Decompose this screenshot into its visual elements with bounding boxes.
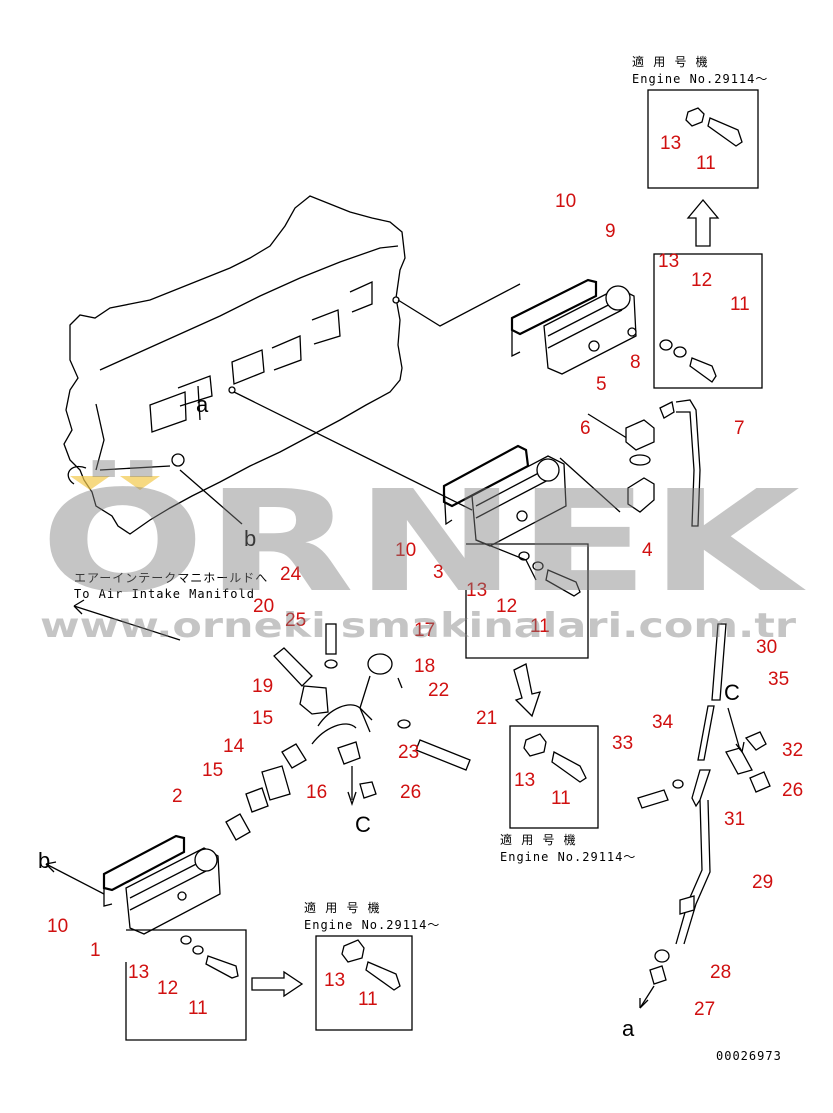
- label-12-mid: 12: [496, 596, 517, 617]
- label-24: 24: [280, 564, 302, 585]
- engine-note-box-top: [647, 89, 759, 189]
- label-9: 9: [605, 221, 616, 242]
- label-11-upper: 11: [730, 294, 750, 315]
- label-8: 8: [630, 352, 641, 373]
- label-12-upper: 12: [691, 270, 712, 291]
- label-26-mid: 26: [400, 782, 421, 803]
- label-32: 32: [782, 740, 803, 761]
- lower-cover-assembly: [45, 834, 221, 935]
- watermark-brand: ÖRNEK: [40, 459, 806, 624]
- hose-clamps: [225, 743, 307, 841]
- note-air-intake-jp: エアーインテークマニホールドへ: [74, 571, 268, 585]
- note-applicable-top: 適 用 号 機: [632, 54, 709, 69]
- label-15-b: 15: [202, 760, 223, 781]
- label-22: 22: [428, 680, 449, 701]
- dipstick-assembly: [637, 623, 771, 1009]
- notes: 適 用 号 機 Engine No.29114〜 エアーインテークマニホールドへ…: [74, 54, 782, 1063]
- leader-lines: [179, 283, 631, 525]
- note-engine-top: Engine No.29114〜: [632, 72, 768, 86]
- label-15-a: 15: [252, 708, 273, 729]
- note-engine-mid: Engine No.29114〜: [500, 850, 636, 864]
- label-2: 2: [172, 786, 183, 807]
- label-34: 34: [652, 712, 674, 733]
- label-26-right: 26: [782, 780, 803, 801]
- label-13-low: 13: [128, 962, 149, 983]
- label-31: 31: [724, 809, 745, 830]
- note-engine-low: Engine No.29114〜: [304, 918, 440, 932]
- breather-parts: [625, 399, 701, 527]
- middle-hardware: [465, 539, 589, 659]
- label-25: 25: [285, 610, 306, 631]
- label-11-low: 11: [188, 998, 208, 1019]
- ref-c-right: C: [724, 680, 740, 705]
- engine-note-box-middle: [509, 725, 599, 829]
- label-13-topbox: 13: [660, 133, 681, 154]
- watermark-url: www.orneki smakinalari.com.tr: [40, 606, 796, 646]
- label-14: 14: [223, 736, 245, 757]
- label-4: 4: [642, 540, 653, 561]
- arrow-right: [251, 970, 304, 998]
- label-27: 27: [694, 999, 715, 1020]
- label-11-midbox: 11: [551, 788, 571, 809]
- part-labels: 10 9 13 12 11 8 5 6 7 4 13 11 10 3 13 12…: [47, 133, 803, 1020]
- middle-cover-assembly: [442, 444, 567, 547]
- label-13-mid: 13: [466, 580, 487, 601]
- label-20: 20: [253, 596, 274, 617]
- label-13-lowbox: 13: [324, 970, 345, 991]
- label-3: 3: [433, 562, 444, 583]
- label-5: 5: [596, 374, 607, 395]
- label-23: 23: [398, 742, 419, 763]
- upper-hardware: [653, 253, 763, 389]
- label-6: 6: [580, 418, 591, 439]
- label-13-upper: 13: [658, 251, 679, 272]
- upper-cover-assembly: [510, 278, 637, 375]
- label-11-mid: 11: [530, 616, 550, 637]
- arrow-down: [513, 663, 541, 718]
- label-28: 28: [710, 962, 731, 983]
- ref-c-mid: C: [355, 812, 371, 837]
- arrow-up: [686, 198, 720, 247]
- reference-letters: a b b C C a: [38, 392, 740, 1041]
- lower-hardware: [125, 929, 247, 1041]
- label-12-low: 12: [157, 978, 178, 999]
- watermark: ÖRNEK www.orneki smakinalari.com.tr: [40, 459, 806, 646]
- label-7: 7: [734, 418, 745, 439]
- label-29: 29: [752, 872, 773, 893]
- label-33: 33: [612, 733, 633, 754]
- note-applicable-mid: 適 用 号 機: [500, 832, 577, 847]
- label-10-mid: 10: [395, 540, 416, 561]
- air-intake-assembly: [73, 599, 471, 807]
- label-35: 35: [768, 669, 789, 690]
- ref-b-top: b: [244, 526, 256, 551]
- label-21: 21: [476, 708, 497, 729]
- note-applicable-low: 適 用 号 機: [304, 900, 381, 915]
- label-11-topbox: 11: [696, 153, 716, 174]
- ref-a-low: a: [622, 1016, 635, 1041]
- label-13-midbox: 13: [514, 770, 535, 791]
- ref-b-low: b: [38, 848, 50, 873]
- label-19: 19: [252, 676, 273, 697]
- label-17: 17: [414, 620, 435, 641]
- label-1: 1: [90, 940, 101, 961]
- drawing-number: 00026973: [716, 1049, 782, 1063]
- note-air-intake-en: To Air Intake Manifold: [74, 587, 255, 601]
- label-11-lowbox: 11: [358, 989, 378, 1010]
- label-16: 16: [306, 782, 327, 803]
- ref-a-top: a: [196, 392, 209, 417]
- label-30: 30: [756, 637, 777, 658]
- label-10-low: 10: [47, 916, 68, 937]
- engine-block: [63, 195, 406, 535]
- label-18: 18: [414, 656, 435, 677]
- label-10-top: 10: [555, 191, 576, 212]
- engine-note-box-bottom: [315, 935, 413, 1031]
